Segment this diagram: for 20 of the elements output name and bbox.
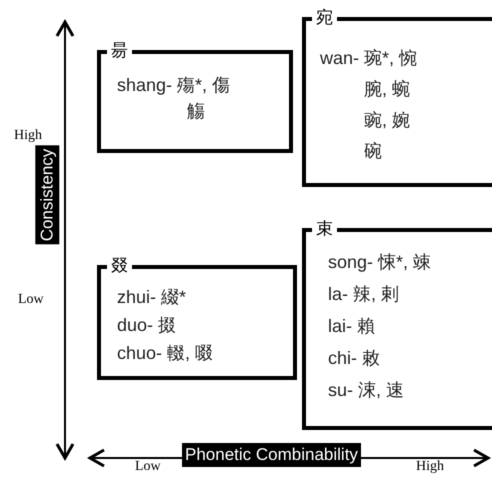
character-list: wan- 琬*, 惋腕, 蜿豌, 婉碗 bbox=[320, 43, 426, 167]
phonetic-radical: 昜 bbox=[107, 41, 132, 61]
axis-end-label: Low bbox=[135, 459, 161, 475]
character-list: chi- 敕 bbox=[328, 342, 492, 374]
character-list: lai- 賴 bbox=[328, 310, 492, 342]
phonetic-radical: 束 bbox=[312, 219, 337, 239]
phonetic-radical: 宛 bbox=[312, 8, 337, 28]
character-list: duo- 掇 bbox=[117, 311, 297, 339]
axis-title: Phonetic Combinability bbox=[182, 443, 361, 467]
character-list: song- 悚*, 竦 bbox=[328, 246, 492, 278]
phonetic-radical: 叕 bbox=[107, 256, 132, 276]
axis-title: Consistency bbox=[35, 146, 60, 244]
character-list: su- 涑, 速 bbox=[328, 374, 492, 406]
axis-end-label: Low bbox=[18, 292, 44, 308]
axis-end-label: High bbox=[14, 128, 42, 144]
character-list: chuo- 輟, 啜 bbox=[117, 339, 297, 367]
character-list: zhui- 綴* bbox=[117, 283, 297, 311]
character-list: la- 辣, 剌 bbox=[328, 278, 492, 310]
axis-end-label: High bbox=[416, 459, 444, 475]
character-list: shang- 殤*, 傷觴 bbox=[117, 72, 239, 124]
